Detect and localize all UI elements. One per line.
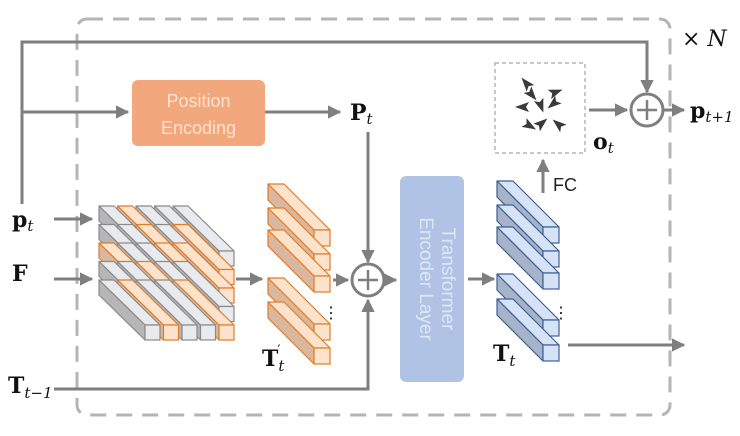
offset-arrow-icon	[547, 89, 563, 100]
offset-vectors	[515, 77, 567, 133]
token-T	[496, 298, 560, 362]
fc-label: FC	[553, 175, 577, 195]
input-T-prev-label: Tt−1	[8, 373, 53, 402]
token-T-prime	[267, 229, 331, 293]
input-p-t-label: pt	[12, 207, 34, 235]
feature-cube	[98, 205, 235, 341]
offset-arrow-icon	[521, 118, 537, 130]
offset-arrow-icon	[533, 97, 544, 113]
token-T	[496, 226, 560, 290]
T-prime-dots: ⋮	[323, 303, 339, 322]
feature-cell	[98, 279, 161, 341]
offset-arrow-icon	[523, 86, 537, 101]
offsets-box	[494, 62, 586, 154]
p-next-label: pt+1	[690, 98, 734, 126]
input-F-label: F	[12, 261, 28, 287]
repeat-label: × N	[682, 27, 727, 52]
skip-connection-line	[20, 40, 654, 204]
add-operator-1	[350, 262, 386, 298]
T-prev-line	[54, 298, 375, 391]
P-t-label: Pt	[350, 100, 374, 128]
T-t-label: Tt	[493, 341, 516, 370]
position-encoding-label-2: Encoding	[161, 118, 236, 138]
token-T-prime	[267, 301, 331, 365]
T-prime-label: Tt′	[262, 343, 285, 375]
o-t-label: ot	[593, 129, 615, 157]
token-stack-T	[496, 180, 560, 362]
token-stack-T-prime	[267, 183, 331, 365]
transformer-encoder-block: Transformer Encoder Layer	[400, 176, 464, 382]
offset-arrow-icon	[521, 77, 535, 92]
position-encoding-block: Position Encoding	[132, 80, 265, 146]
offset-arrow-icon	[533, 118, 548, 132]
add-operator-2	[629, 92, 665, 128]
offset-arrow-icon	[552, 119, 567, 133]
position-encoding-label-1: Position	[166, 91, 230, 111]
offset-arrow-icon	[547, 95, 562, 109]
transformer-label-1: Transformer	[437, 228, 458, 331]
offset-arrow-icon	[515, 102, 529, 112]
T-dots: ⋮	[553, 303, 569, 322]
repeat-block-border	[75, 17, 672, 417]
transformer-label-2: Encoder Layer	[415, 217, 436, 341]
